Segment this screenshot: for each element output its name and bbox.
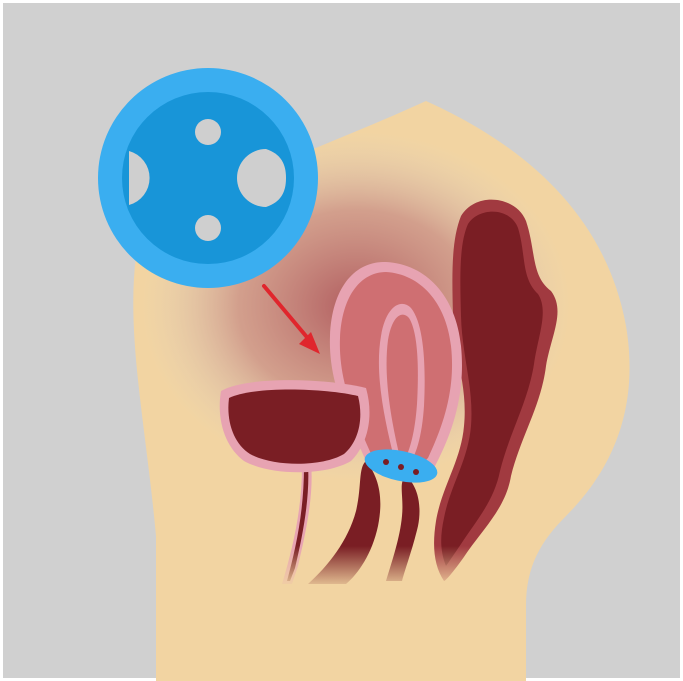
bladder xyxy=(228,390,360,464)
cap-dot-3 xyxy=(413,469,419,475)
cap-dot-1 xyxy=(383,459,389,465)
cervical-cap-icon xyxy=(98,68,318,288)
bottom-fade xyxy=(266,546,506,591)
anatomy-illustration xyxy=(6,6,683,681)
cap-dot-2 xyxy=(398,464,404,470)
